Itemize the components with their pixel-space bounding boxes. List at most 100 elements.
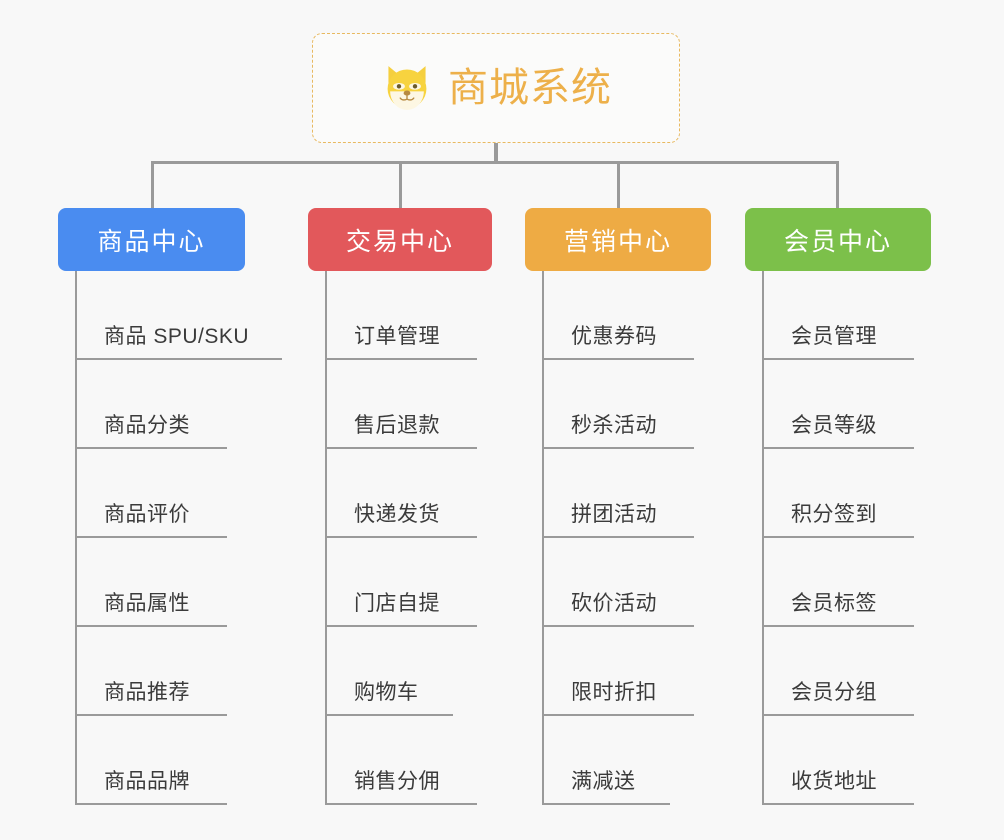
root-title: 商城系统 [448, 66, 612, 110]
category-header-label-3: 营销中心 [563, 227, 672, 256]
column-spine-3 [542, 271, 544, 805]
leaf-underline [542, 536, 694, 538]
leaf-label: 秒杀活动 [571, 414, 657, 437]
leaf-underline [75, 803, 227, 805]
leaf-item[interactable]: 会员等级 [745, 360, 931, 449]
leaf-underline [75, 447, 227, 449]
category-header-1[interactable]: 商品中心 [58, 208, 245, 271]
leaf-item[interactable]: 会员标签 [745, 538, 931, 627]
category-header-2[interactable]: 交易中心 [308, 208, 492, 271]
leaf-underline [762, 803, 914, 805]
leaf-underline [75, 625, 227, 627]
leaf-underline [542, 625, 694, 627]
leaf-item[interactable]: 订单管理 [308, 271, 492, 360]
leaf-item[interactable]: 限时折扣 [525, 627, 711, 716]
leaf-item[interactable]: 售后退款 [308, 360, 492, 449]
leaf-item[interactable]: 商品属性 [58, 538, 245, 627]
leaf-item[interactable]: 积分签到 [745, 449, 931, 538]
leaf-label: 会员管理 [791, 325, 877, 348]
leaf-item[interactable]: 满减送 [525, 716, 711, 805]
leaf-item[interactable]: 商品评价 [58, 449, 245, 538]
leaf-item[interactable]: 商品推荐 [58, 627, 245, 716]
leaf-label: 限时折扣 [571, 681, 657, 704]
root-stem-connector [494, 143, 498, 164]
leaf-list-2: 订单管理 售后退款 快递发货 门店自提 购物车 销售分佣 [308, 271, 492, 805]
leaf-item[interactable]: 商品品牌 [58, 716, 245, 805]
drop-connector-3 [617, 161, 620, 209]
leaf-underline [75, 536, 227, 538]
category-column-3: 营销中心 优惠券码 秒杀活动 拼团活动 砍价活动 限时折扣 [525, 208, 711, 805]
leaf-label: 会员分组 [791, 681, 877, 704]
leaf-label: 会员标签 [791, 592, 877, 615]
category-column-4: 会员中心 会员管理 会员等级 积分签到 会员标签 会员分组 [745, 208, 931, 805]
leaf-underline [325, 536, 477, 538]
drop-connector-2 [399, 161, 402, 209]
leaf-underline [325, 803, 477, 805]
leaf-label: 商品属性 [104, 592, 190, 615]
leaf-item[interactable]: 商品分类 [58, 360, 245, 449]
leaf-label: 商品品牌 [104, 770, 190, 793]
category-column-2: 交易中心 订单管理 售后退款 快递发货 门店自提 购物车 [308, 208, 492, 805]
leaf-label: 门店自提 [354, 592, 440, 615]
leaf-label: 商品评价 [104, 503, 190, 526]
leaf-label: 订单管理 [354, 325, 440, 348]
category-header-3[interactable]: 营销中心 [525, 208, 711, 271]
leaf-label: 优惠券码 [571, 325, 657, 348]
leaf-label: 积分签到 [791, 503, 877, 526]
leaf-label: 购物车 [354, 681, 419, 704]
category-column-1: 商品中心 商品 SPU/SKU 商品分类 商品评价 商品属性 商品推荐 [58, 208, 282, 805]
leaf-label: 满减送 [571, 770, 636, 793]
root-node[interactable]: 商城系统 [312, 33, 680, 143]
leaf-label: 砍价活动 [571, 592, 657, 615]
leaf-underline [542, 803, 670, 805]
category-header-label-1: 商品中心 [97, 227, 206, 256]
leaf-underline [325, 358, 477, 360]
leaf-item[interactable]: 收货地址 [745, 716, 931, 805]
leaf-item[interactable]: 秒杀活动 [525, 360, 711, 449]
drop-connector-4 [836, 161, 839, 209]
leaf-item[interactable]: 拼团活动 [525, 449, 711, 538]
leaf-underline [762, 625, 914, 627]
leaf-underline [325, 625, 477, 627]
bus-connector [151, 161, 839, 164]
leaf-label: 商品 SPU/SKU [104, 325, 250, 348]
leaf-underline [542, 358, 694, 360]
leaf-list-3: 优惠券码 秒杀活动 拼团活动 砍价活动 限时折扣 满减送 [525, 271, 711, 805]
leaf-item[interactable]: 会员管理 [745, 271, 931, 360]
leaf-label: 快递发货 [354, 503, 440, 526]
leaf-underline [325, 714, 453, 716]
leaf-label: 售后退款 [354, 414, 440, 437]
leaf-item[interactable]: 砍价活动 [525, 538, 711, 627]
shiba-dog-face-icon [387, 66, 427, 110]
leaf-underline [762, 358, 914, 360]
leaf-label: 商品推荐 [104, 681, 190, 704]
leaf-underline [542, 714, 694, 716]
leaf-list-1: 商品 SPU/SKU 商品分类 商品评价 商品属性 商品推荐 商品品牌 [58, 271, 282, 805]
category-header-4[interactable]: 会员中心 [745, 208, 931, 271]
leaf-label: 商品分类 [104, 414, 190, 437]
leaf-item[interactable]: 购物车 [308, 627, 492, 716]
leaf-item[interactable]: 快递发货 [308, 449, 492, 538]
drop-connector-1 [151, 161, 154, 209]
leaf-underline [542, 447, 694, 449]
leaf-item[interactable]: 会员分组 [745, 627, 931, 716]
category-header-label-2: 交易中心 [345, 227, 454, 256]
leaf-item[interactable]: 商品 SPU/SKU [58, 271, 282, 360]
leaf-item[interactable]: 销售分佣 [308, 716, 492, 805]
leaf-item[interactable]: 门店自提 [308, 538, 492, 627]
leaf-underline [762, 447, 914, 449]
leaf-list-4: 会员管理 会员等级 积分签到 会员标签 会员分组 收货地址 [745, 271, 931, 805]
leaf-underline [762, 536, 914, 538]
leaf-label: 会员等级 [791, 414, 877, 437]
leaf-label: 拼团活动 [571, 503, 657, 526]
leaf-underline [325, 447, 477, 449]
leaf-item[interactable]: 优惠券码 [525, 271, 711, 360]
leaf-underline [75, 358, 282, 360]
column-spine-2 [325, 271, 327, 805]
column-spine-4 [762, 271, 764, 805]
leaf-underline [762, 714, 914, 716]
leaf-label: 收货地址 [791, 770, 877, 793]
leaf-label: 销售分佣 [354, 770, 440, 793]
leaf-underline [75, 714, 227, 716]
